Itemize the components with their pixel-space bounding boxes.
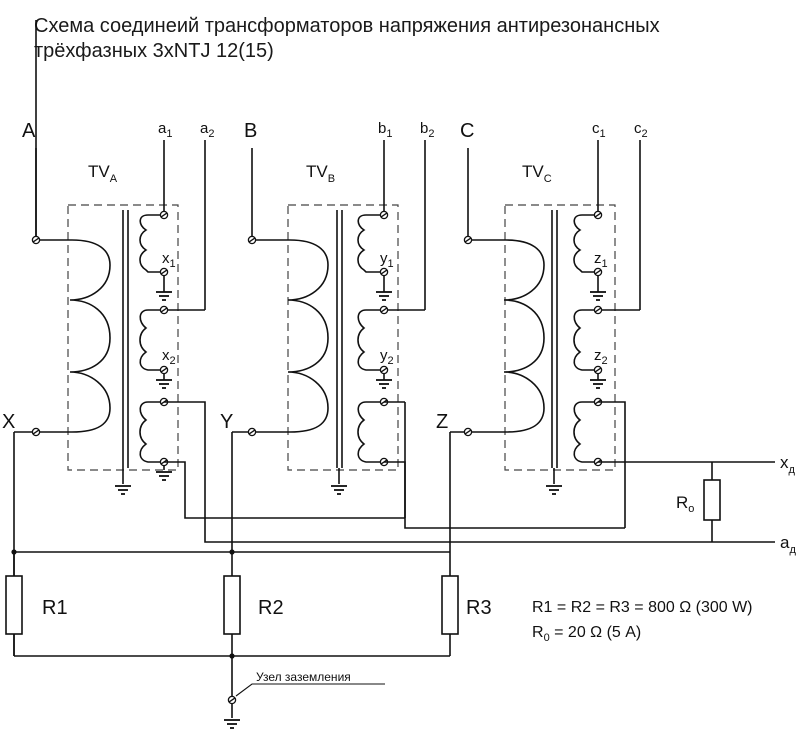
tv-a-label: TVA [88,162,118,185]
label-r2: R2 [258,597,284,619]
label-c2: c2 [634,120,648,140]
ground-node-label: Узел заземления [256,670,351,684]
label-c1: c1 [592,120,606,140]
transformer-phase-a [13,20,775,656]
label-z: Z [436,411,448,433]
label-b1: b1 [378,120,392,140]
label-x1: x1 [162,250,176,270]
label-c: C [460,120,474,142]
label-x: X [2,411,15,433]
label-a2: a2 [200,120,214,140]
label-a: A [22,120,36,142]
label-x-d: xд [780,453,796,476]
label-r3: R3 [466,597,492,619]
transformer-phase-b [231,140,625,552]
tv-b-label: TVB [306,162,335,185]
transformer-phase-c [449,140,775,552]
label-a1: a1 [158,120,172,140]
label-z2: z2 [594,347,608,367]
label-y1: y1 [380,250,394,270]
resistor-r0 [703,462,721,542]
label-y: Y [220,411,233,433]
label-b: B [244,120,257,142]
label-z1: z1 [594,250,608,270]
note-resistors: R1 = R2 = R3 = 800 Ω (300 W) [532,599,753,616]
diagram-title: Схема соединеий трансформаторов напряжен… [34,14,794,64]
label-r0: Ro [676,493,694,515]
tv-c-label: TVC [522,162,552,185]
label-a-d: aд [780,533,796,556]
title-line-2: трёхфазных 3xNTJ 12(15) [34,40,274,62]
label-y2: y2 [380,347,394,367]
neutral-resistor-network [5,549,459,729]
label-b2: b2 [420,120,434,140]
note-r0: R0 = 20 Ω (5 A) [532,624,641,644]
title-line-1: Схема соединеий трансформаторов напряжен… [34,15,660,37]
label-x2: x2 [162,347,176,367]
label-r1: R1 [42,597,68,619]
